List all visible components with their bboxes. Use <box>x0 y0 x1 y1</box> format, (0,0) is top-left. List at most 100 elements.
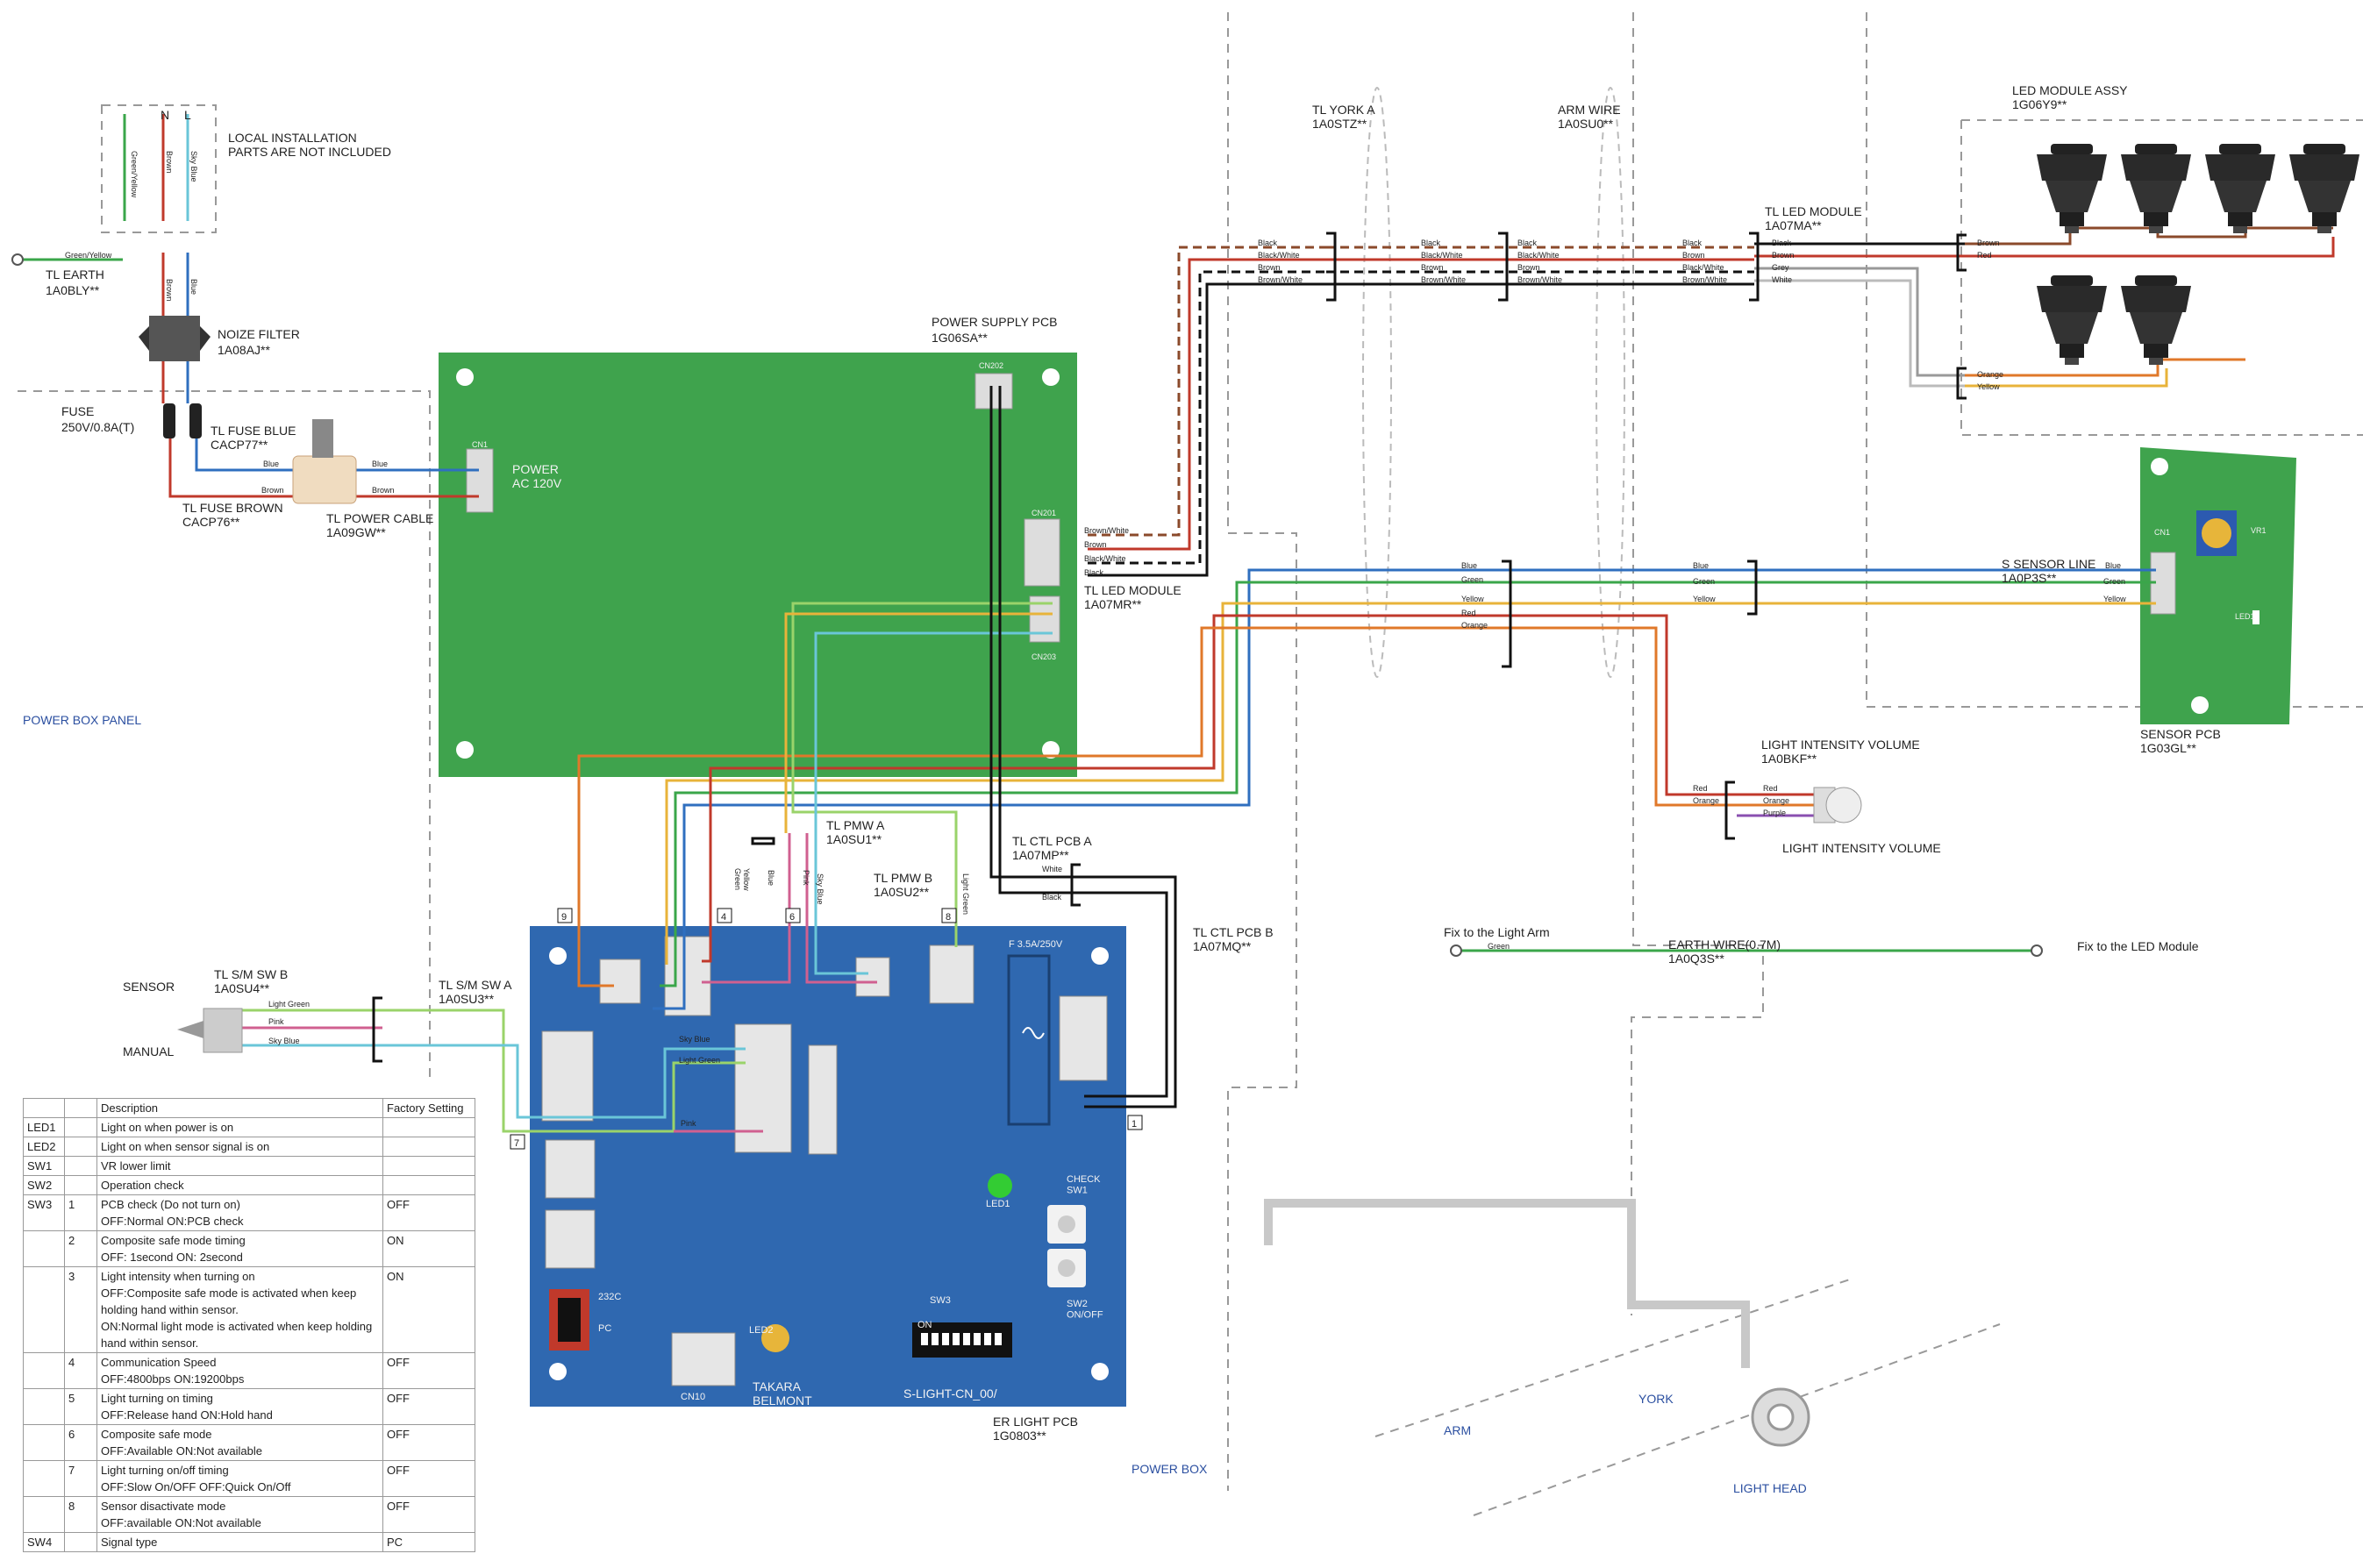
wire-brown-9: Brown <box>372 486 395 495</box>
light-intensity-volume-code: 1A0BKF** <box>1761 752 1817 766</box>
tl-ctl-pcb-a-code: 1A07MP** <box>1012 848 1069 862</box>
pmw-wires <box>702 602 1053 984</box>
wire-brown-white-1: Brown/White <box>1258 275 1303 284</box>
tl-ctl-pcb-b-code: 1A07MQ** <box>1193 939 1252 953</box>
power-supply-pcb <box>439 353 1077 777</box>
row-description: VR lower limit <box>96 1156 383 1176</box>
boundary-lines <box>18 12 2363 1491</box>
ctl-wires <box>989 386 1177 1108</box>
connector-tags <box>510 908 1143 1150</box>
row-description: Light on when sensor signal is on <box>96 1137 383 1157</box>
settings-header-0 <box>23 1098 65 1118</box>
wire-black-6: Black <box>1084 568 1104 577</box>
wire-brown-3: Brown <box>1517 263 1540 272</box>
tl-sm-sw-b-label: TL S/M SW B <box>214 967 288 981</box>
vr1-label: VR1 <box>2251 526 2267 535</box>
row-number <box>64 1156 97 1176</box>
arm-wire-code: 1A0SU0** <box>1558 117 1614 131</box>
er-pcb-connectors <box>541 936 1108 1386</box>
row-description: Communication Speed OFF:4800bps ON:19200… <box>96 1352 383 1389</box>
wire-black-white-2: Black/White <box>1421 251 1463 260</box>
wire-black-3: Black <box>1517 239 1538 247</box>
tl-earth-label: TL EARTH <box>46 267 104 282</box>
power-supply-pcb-code: 1G06SA** <box>932 331 988 345</box>
tl-ctl-pcb-a-label: TL CTL PCB A <box>1012 834 1092 848</box>
row-factory-setting: OFF <box>382 1496 475 1533</box>
conn-tag-6: 6 <box>789 912 795 923</box>
cn10-label: CN10 <box>681 1392 705 1402</box>
wire-yellow-3: Yellow <box>1693 595 1716 603</box>
york-label: YORK <box>1638 1392 1674 1406</box>
wire-brown-white-5: Brown/White <box>1084 526 1129 535</box>
tl-pmw-b-code: 1A0SU2** <box>874 885 930 899</box>
tl-pmw-a-code: 1A0SU1** <box>826 832 882 846</box>
sm-switch[interactable] <box>177 1008 243 1053</box>
tl-led-module-code: 1A07MA** <box>1765 218 1822 232</box>
wire-blue-v2: Blue <box>767 870 775 886</box>
er-light-pcb <box>530 926 1126 1407</box>
settings-header-1 <box>64 1098 97 1118</box>
row-description: Composite safe mode timing OFF: 1second … <box>96 1230 383 1267</box>
check-sw1-button[interactable] <box>1047 1205 1086 1244</box>
tl-led-module-lower-label: TL LED MODULE <box>1084 583 1182 597</box>
row-description: Light on when power is on <box>96 1117 383 1137</box>
pc-label: PC <box>598 1323 611 1334</box>
light-intensity-knob[interactable] <box>1813 787 1862 823</box>
wire-black-2: Black <box>1421 239 1441 247</box>
cn201-connector <box>1024 518 1060 587</box>
wire-labels: Green/Yellow Black Black/White Brown Bro… <box>65 239 2126 1128</box>
row-item <box>23 1352 65 1389</box>
earth-wire-label: EARTH WIRE(0.7M) <box>1668 937 1781 951</box>
wire-brown-8: Brown <box>261 486 284 495</box>
tl-pmw-a-label: TL PMW A <box>826 818 885 832</box>
wire-orange-4: Orange <box>1763 796 1789 805</box>
wire-brown-7: Brown <box>1084 540 1107 549</box>
s-sensor-line-code: 1A0P3S** <box>2002 571 2057 585</box>
row-item <box>23 1496 65 1533</box>
power-box-label: POWER BOX <box>1132 1462 1208 1476</box>
sensor-line-wires <box>577 568 2156 1010</box>
cn203-label: CN203 <box>1032 652 1056 661</box>
row-number: 8 <box>64 1496 97 1533</box>
wire-black-1: Black <box>1258 239 1278 247</box>
row-item <box>23 1424 65 1461</box>
tl-ctl-pcb-b-label: TL CTL PCB B <box>1193 925 1274 939</box>
tl-led-module-lower-code: 1A07MR** <box>1084 597 1142 611</box>
sw3-on-label: ON <box>917 1320 932 1330</box>
row-item: LED1 <box>23 1117 65 1137</box>
sw2-onoff-button[interactable] <box>1047 1249 1086 1287</box>
row-number <box>64 1137 97 1157</box>
cn202-label: CN202 <box>979 361 1003 370</box>
row-description: Signal type <box>96 1532 383 1552</box>
pcb-mount-holes <box>456 368 1060 759</box>
wire-grey: Grey <box>1772 263 1789 272</box>
manual-label: MANUAL <box>123 1044 175 1058</box>
arm-illustration <box>1264 1199 1750 1368</box>
wire-green-yellow: Green/Yellow <box>65 251 112 260</box>
noize-filter-label: NOIZE FILTER <box>218 327 300 341</box>
led-module-cables <box>1088 242 1965 577</box>
wire-black-white-4: Black/White <box>1682 263 1724 272</box>
settings-table-header: Description Factory Setting <box>23 1098 475 1118</box>
row-description: Light turning on/off timing OFF:Slow On/… <box>96 1460 383 1497</box>
row-factory-setting <box>382 1117 475 1137</box>
arm-boundary-lines <box>1374 1278 2001 1516</box>
tl-led-module-label: TL LED MODULE <box>1765 204 1862 218</box>
connector-brackets <box>372 232 1967 1063</box>
wire-yellow-2: Yellow <box>1461 595 1484 603</box>
sm-switch-wires <box>230 1009 763 1133</box>
wire-brown-white-2: Brown/White <box>1421 275 1466 284</box>
wire-brown-v1: Brown <box>165 151 174 174</box>
row-number: 3 <box>64 1266 97 1353</box>
row-number: 4 <box>64 1352 97 1389</box>
row-item: SW2 <box>23 1175 65 1195</box>
wire-brown-v2: Brown <box>165 279 174 302</box>
tl-fuse-blue-code: CACP77** <box>211 438 268 452</box>
wire-brown-4: Brown <box>1682 251 1705 260</box>
pcb-name-label: S-LIGHT-CN_00/ <box>903 1386 997 1401</box>
row-number <box>64 1175 97 1195</box>
